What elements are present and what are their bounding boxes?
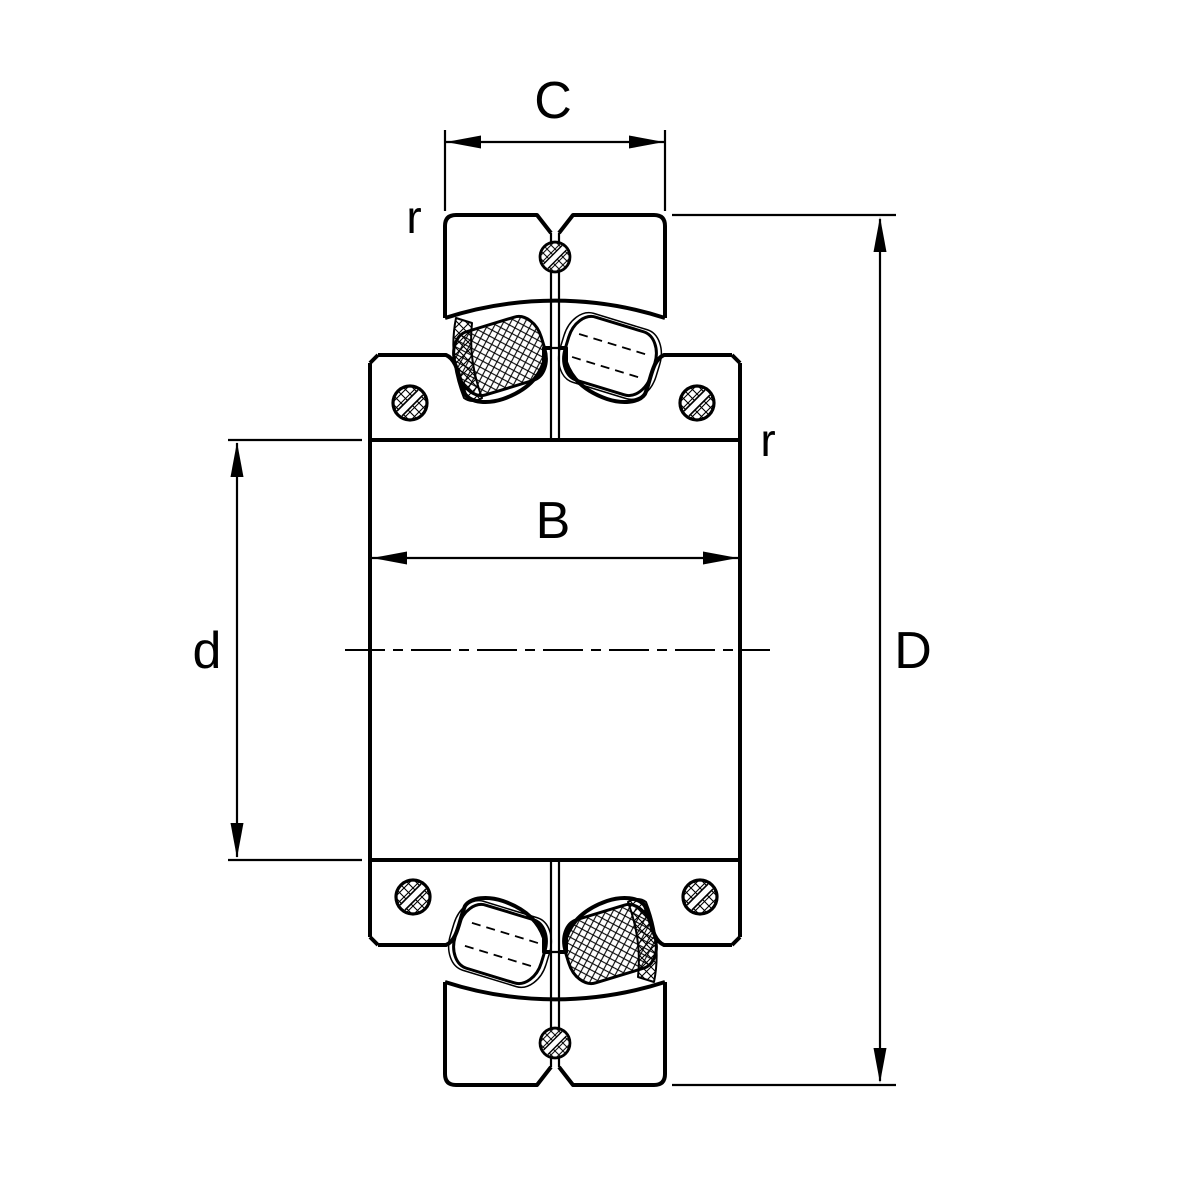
dim-D-arrow-bottom — [873, 1048, 887, 1083]
dim-label-r-top: r — [406, 191, 421, 243]
dim-label-d: d — [193, 622, 222, 680]
split-joint-line — [549, 233, 561, 438]
dim-d-extension-lines — [228, 438, 362, 862]
hidden-line — [578, 333, 649, 356]
bearing-upper-half — [368, 213, 742, 650]
dimension-annotations — [228, 130, 896, 1087]
flange-chamfers — [368, 353, 742, 365]
dim-C-arrow-left — [446, 135, 481, 149]
outer-ring — [443, 213, 667, 318]
dim-C-arrow-right — [629, 135, 664, 149]
dim-D-extension-lines — [672, 213, 896, 1087]
cage-contour — [557, 311, 663, 401]
hidden-line — [571, 356, 642, 379]
flange-screw-right — [680, 386, 714, 420]
dim-B-arrow-left — [372, 551, 407, 565]
dim-C-extension-lines — [443, 130, 667, 211]
dim-label-B: B — [536, 492, 571, 550]
dim-label-D: D — [894, 622, 932, 680]
dim-label-r-side: r — [760, 414, 775, 466]
outer-raceway — [444, 298, 666, 320]
dim-D-arrow-top — [873, 217, 887, 252]
inner-raceway-right — [559, 346, 732, 404]
dim-d-arrow-top — [230, 442, 244, 477]
inner-raceway-left — [378, 346, 551, 404]
dim-d-arrow-bottom — [230, 823, 244, 858]
roller-elevation — [557, 311, 663, 401]
dim-B-arrow-right — [703, 551, 738, 565]
dim-label-C: C — [534, 72, 572, 130]
outer-ring-screw — [540, 242, 570, 272]
flange-screw-left — [393, 386, 427, 420]
inner-ring-faces — [368, 363, 742, 650]
